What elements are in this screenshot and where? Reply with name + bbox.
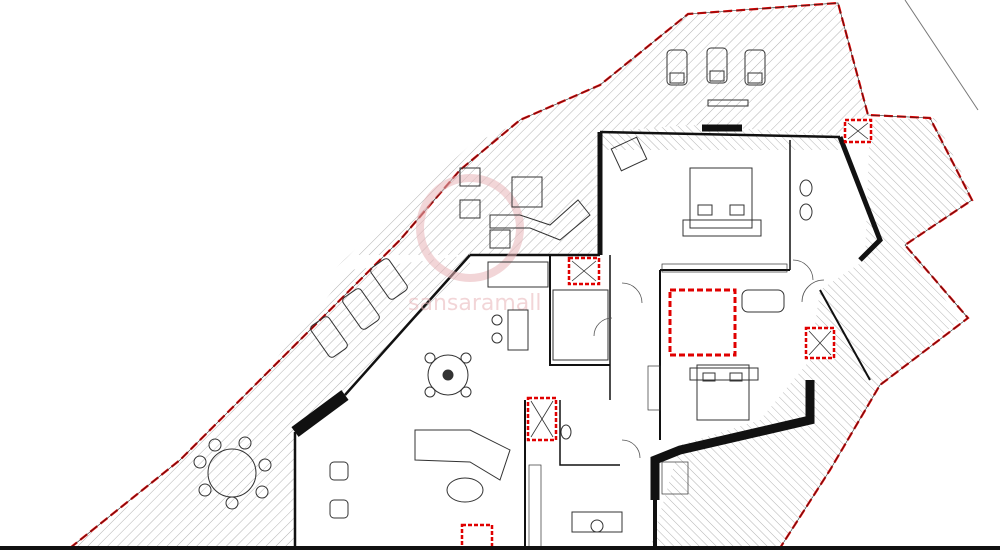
door-swings: [593, 259, 825, 459]
bed-second: [689, 364, 759, 421]
furniture: [193, 47, 813, 550]
kitchen-island: [487, 261, 609, 361]
structural-shafts: [460, 118, 873, 550]
terrace-left: [70, 255, 470, 548]
bottom-desk: [571, 511, 623, 533]
desk: [610, 136, 648, 172]
shaft-marker: [668, 288, 737, 357]
stair-strip: [528, 263, 788, 550]
sun-loungers-left: [310, 258, 408, 358]
watermark-text: sansaramall: [408, 291, 542, 316]
sun-loungers-top: [666, 47, 766, 107]
bed-master: [682, 167, 762, 237]
property-boundary: [69, 1, 974, 549]
road-edge: [904, 0, 979, 111]
round-table: [424, 352, 472, 398]
terrace-top-right-strip: [600, 125, 840, 150]
bathtub: [741, 289, 785, 313]
lounge-set-top: [459, 167, 591, 249]
toilets: [560, 179, 813, 440]
dining-table: [193, 436, 272, 510]
shaft-marker: [526, 396, 558, 442]
shaft-marker: [460, 523, 494, 550]
sofa-living: [329, 429, 511, 519]
walls: [291, 124, 883, 548]
terrace-hatch-areas: [70, 3, 975, 548]
page-bottom-border: [0, 546, 1000, 550]
